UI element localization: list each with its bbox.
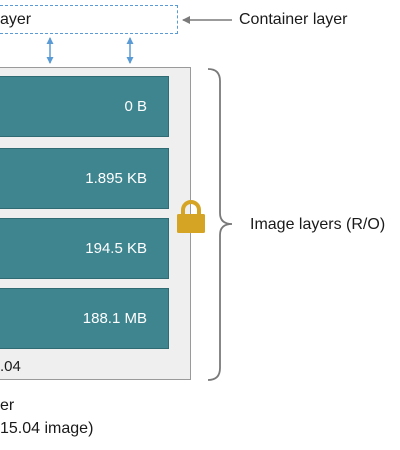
image-layers-label: Image layers (R/O) [250, 216, 386, 233]
image-layers-brace [207, 68, 233, 381]
image-layer-2: 1.895 KB [0, 148, 169, 209]
bottom-caption-line-1: er [0, 397, 15, 414]
image-layer-1-size: 0 B [124, 98, 147, 115]
bottom-caption-line-2: 15.04 image) [0, 420, 94, 437]
container-layer-label: Container layer [239, 11, 348, 28]
image-layer-3: 194.5 KB [0, 218, 169, 279]
image-layer-4: 188.1 MB [0, 288, 169, 349]
image-layer-3-size: 194.5 KB [85, 240, 147, 257]
image-layer-1: 0 B [0, 76, 169, 137]
image-layer-2-size: 1.895 KB [85, 170, 147, 187]
container-layer-box-text: ayer [0, 11, 32, 28]
lock-icon [175, 200, 207, 234]
base-image-label: .04 [0, 358, 21, 375]
image-layer-4-size: 188.1 MB [82, 310, 147, 327]
container-layer-box [0, 5, 178, 34]
